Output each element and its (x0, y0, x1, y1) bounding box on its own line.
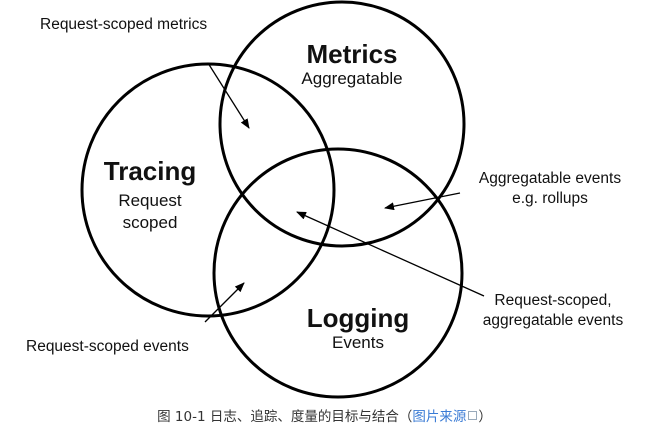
metrics-title: Metrics (306, 39, 397, 69)
caption-close: ） (478, 409, 492, 425)
tracing-circle (80, 62, 336, 318)
external-link-icon (468, 411, 478, 420)
annotation-request-scoped-metrics: Request-scoped metrics (40, 16, 207, 33)
annotation-request-scoped-aggregatable-line1: Request-scoped, (494, 292, 611, 309)
arrow-request-scoped-aggregatable (296, 211, 485, 297)
tracing-subtitle-line1: Request (118, 191, 182, 210)
logging-title: Logging (307, 303, 410, 333)
metrics-circle (218, 0, 466, 248)
logging-circle (212, 147, 464, 399)
arrow-request-scoped-metrics (207, 62, 250, 129)
annotation-request-scoped-aggregatable-line2: aggregatable events (483, 312, 624, 329)
tracing-subtitle-line2: scoped (123, 213, 178, 232)
image-source-link[interactable]: 图片来源 (412, 409, 467, 425)
annotation-aggregatable-events-line2: e.g. rollups (512, 190, 588, 207)
annotation-aggregatable-events-line1: Aggregatable events (479, 170, 621, 187)
arrow-aggregatable-events (384, 192, 461, 211)
annotation-request-scoped-events: Request-scoped events (26, 338, 189, 355)
caption-text: 图 10-1 日志、追踪、度量的目标与结合（ (157, 409, 413, 425)
tracing-title: Tracing (104, 156, 196, 186)
metrics-subtitle: Aggregatable (301, 69, 402, 88)
logging-subtitle: Events (332, 333, 384, 352)
arrow-request-scoped-events (204, 282, 245, 323)
figure-caption: 图 10-1 日志、追踪、度量的目标与结合（图片来源 ） (0, 405, 649, 425)
